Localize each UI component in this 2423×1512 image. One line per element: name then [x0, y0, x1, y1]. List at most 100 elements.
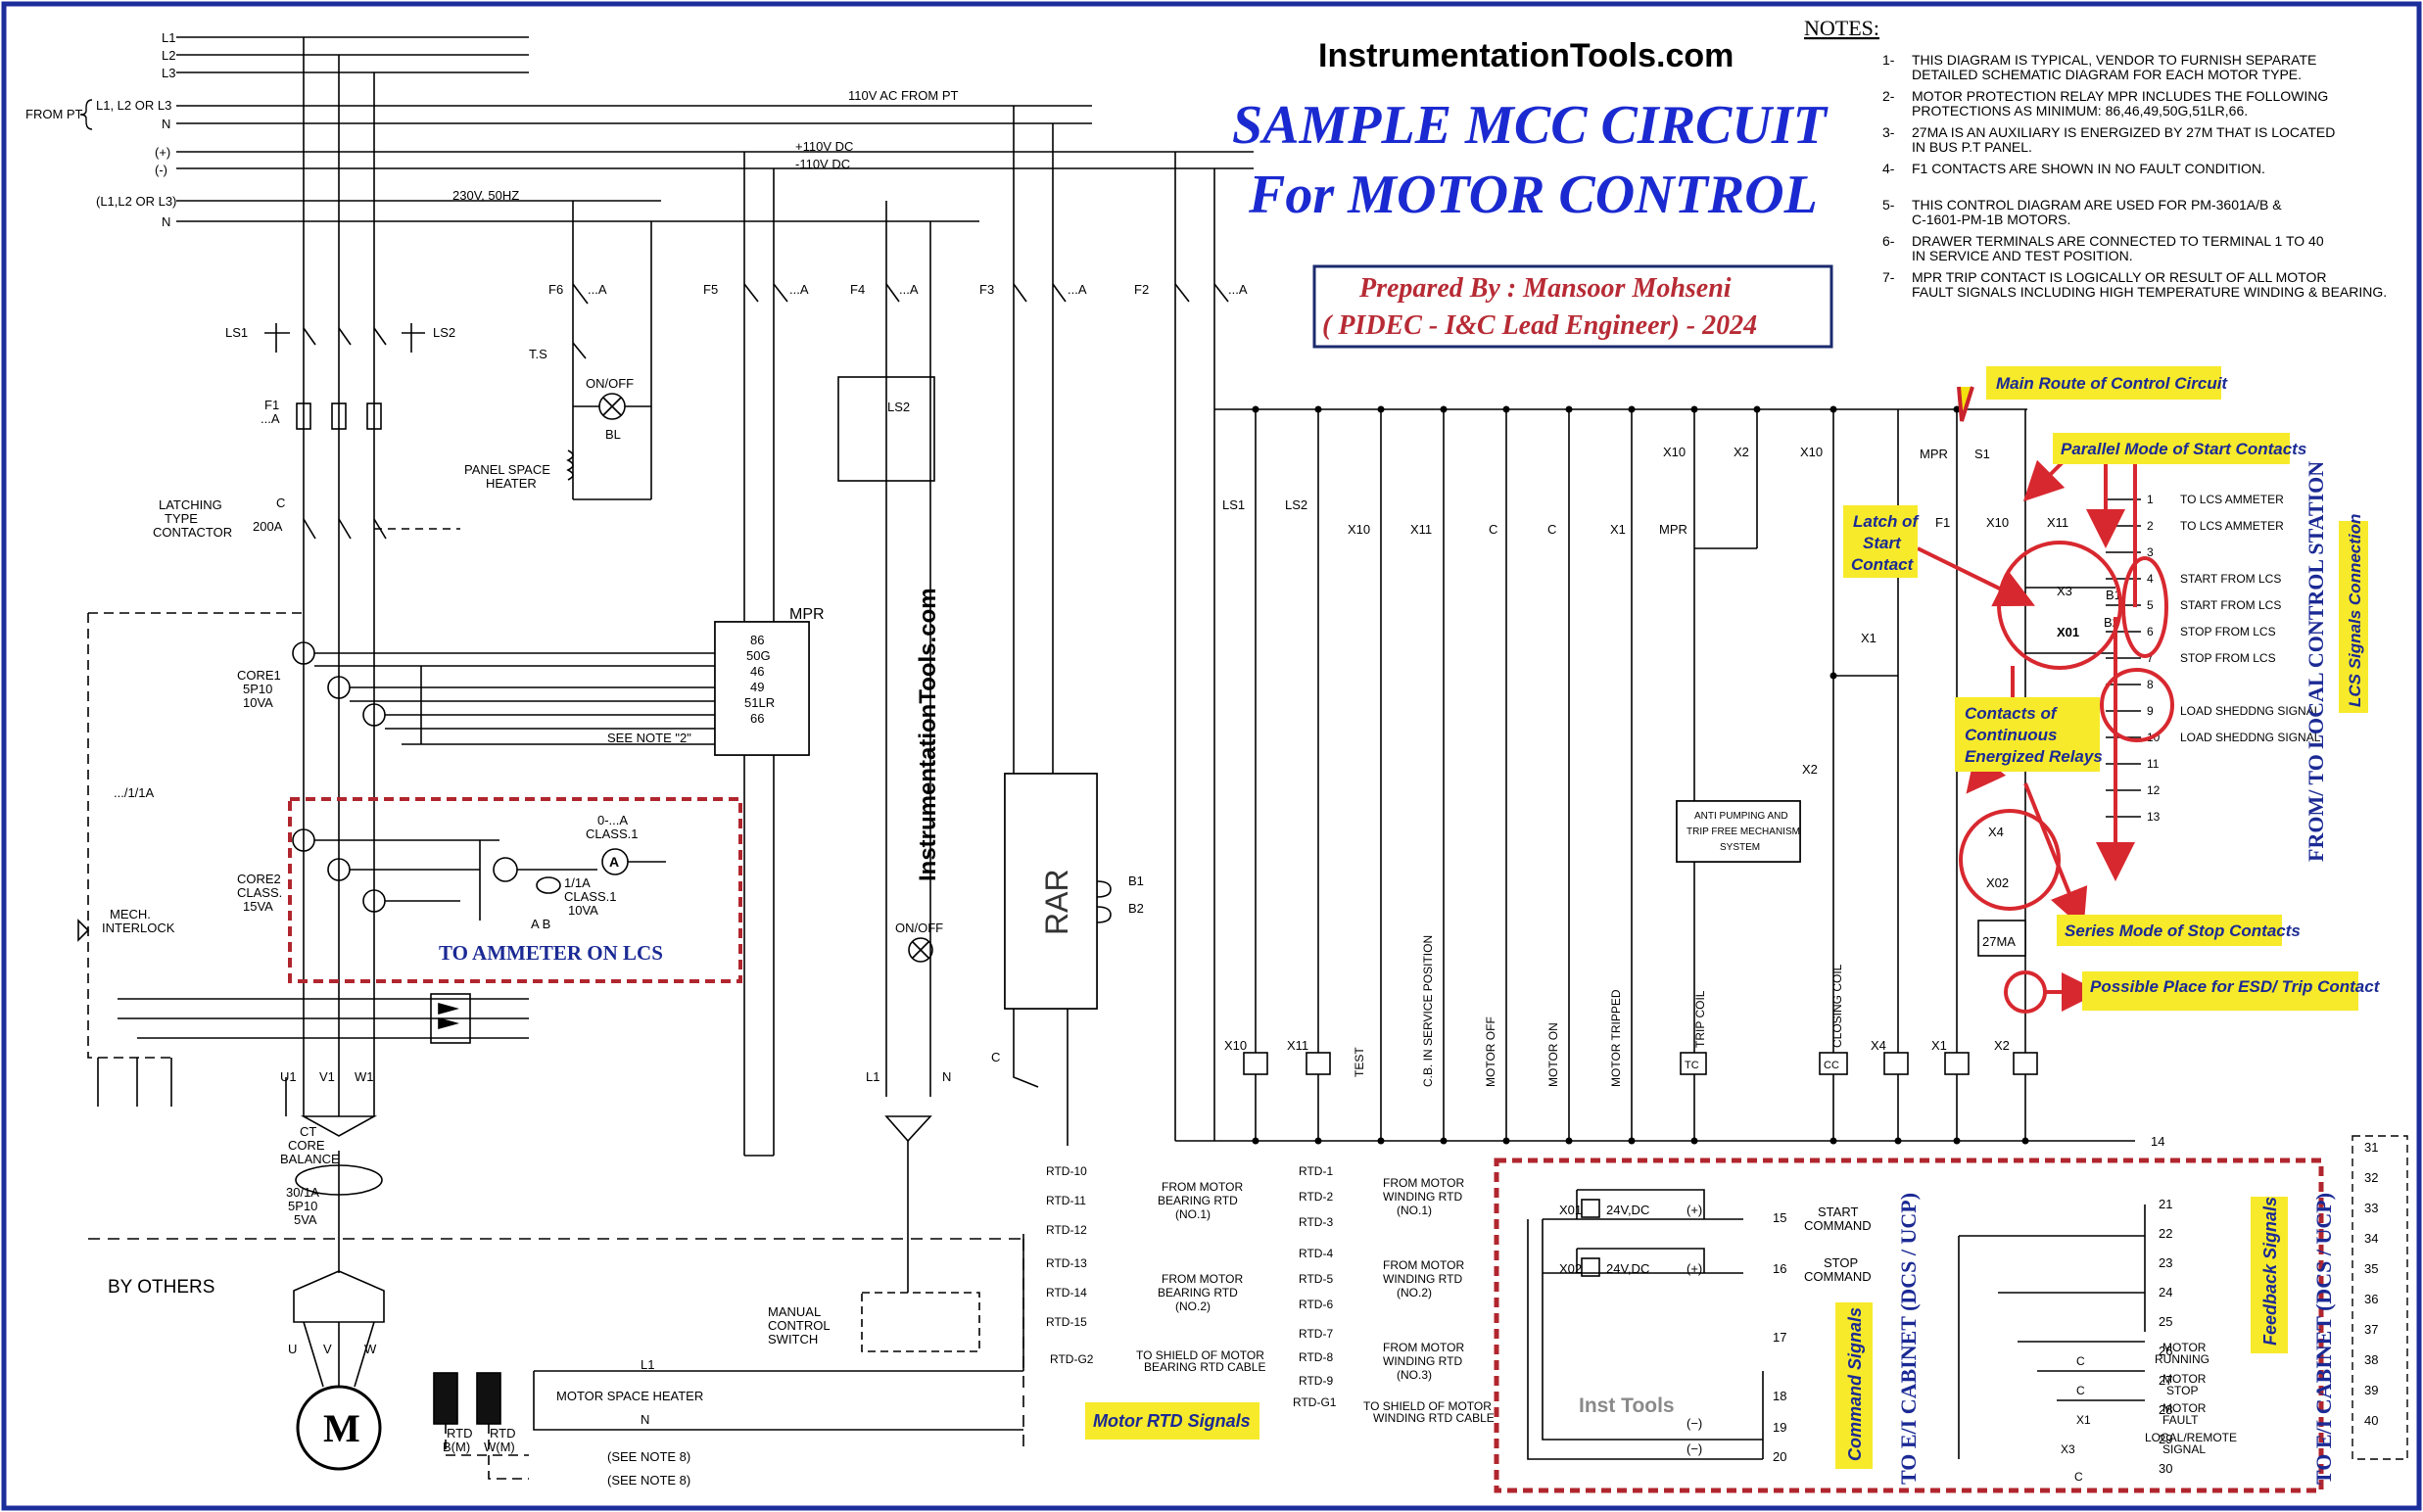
note-number: 1- — [1882, 52, 1895, 68]
anti-2: TRIP FREE MECHANISM — [1687, 827, 1800, 837]
rtd-g5l-2: WINDING RTD — [1383, 1354, 1462, 1368]
fb-run-1: MOTOR — [2162, 1341, 2207, 1354]
f5-a: ...A — [789, 282, 809, 297]
ctrl-c2: C — [1547, 522, 1556, 537]
note-line2: IN SERVICE AND TEST POSITION. — [1912, 248, 2133, 263]
vert-off: MOTOR OFF — [1484, 1016, 1497, 1087]
see-note8-b: (SEE NOTE 8) — [607, 1473, 690, 1488]
spare-box — [2352, 1135, 2408, 1460]
rtd-2: RTD-2 — [1299, 1190, 1333, 1204]
note-number: 7- — [1882, 269, 1895, 285]
callout-labels: Main Route of Control Circuit Parallel M… — [1085, 366, 2381, 1469]
ammeter-box-label: TO AMMETER ON LCS — [439, 941, 663, 965]
rtd-10: RTD-10 — [1046, 1164, 1087, 1178]
bus-dc-plus: +110V DC — [795, 139, 853, 154]
core2-1: CORE2 — [237, 872, 281, 886]
rtd-g1l-1: FROM MOTOR — [1162, 1180, 1243, 1194]
fb-terminal-num: 28 — [2159, 1402, 2172, 1417]
onoff-label: ON/OFF — [586, 376, 634, 391]
cmd-stop-2: COMMAND — [1804, 1269, 1872, 1284]
rtd-11: RTD-11 — [1046, 1194, 1086, 1207]
lcs-terminal-label: TO LCS AMMETER — [2180, 519, 2284, 533]
note-number: 4- — [1882, 161, 1895, 176]
lcs-terminal-num: 3 — [2147, 545, 2154, 559]
ctrl-27ma: 27MA — [1982, 934, 2016, 949]
ctrl-x01: X01 — [2057, 625, 2079, 639]
rtd-g1al-1: TO SHIELD OF MOTOR — [1363, 1399, 1492, 1413]
callout-cont-1: Contacts of — [1965, 704, 2059, 723]
note-number: 3- — [1882, 124, 1895, 140]
rtd-g2al-2: BEARING RTD CABLE — [1144, 1360, 1265, 1374]
note-line2: FAULT SIGNALS INCLUDING HIGH TEMPERATURE… — [1912, 284, 2387, 300]
u1-label: U1 — [280, 1069, 297, 1084]
spare-terminal-num: 36 — [2364, 1292, 2378, 1306]
latching-1: LATCHING — [159, 497, 222, 512]
main-title-1: SAMPLE MCC CIRCUIT — [1232, 95, 1829, 156]
callout-series: Series Mode of Stop Contacts — [2065, 921, 2301, 940]
rtd-14: RTD-14 — [1046, 1286, 1087, 1299]
lcs-terminal-num: 5 — [2147, 598, 2154, 612]
note-line1: THIS CONTROL DIAGRAM ARE USED FOR PM-360… — [1912, 197, 2282, 213]
f1-label: F1 — [264, 398, 279, 412]
core1-1: CORE1 — [237, 668, 281, 683]
callout-latch-1: Latch of — [1853, 512, 1920, 531]
spare-terminal-num: 38 — [2364, 1352, 2378, 1367]
fb-terminal-num: 24 — [2159, 1285, 2172, 1299]
f1a-label: ...A — [261, 411, 280, 426]
note-line2: C-1601-PM-1B MOTORS. — [1912, 212, 2070, 227]
lcs-terminal-num: 2 — [2147, 519, 2154, 533]
main-title-2: For MOTOR CONTROL — [1248, 165, 1818, 225]
cmd-x02: X02 — [1559, 1261, 1582, 1276]
cmd-plus-1: (+) — [1687, 1203, 1702, 1217]
rar-label: RAR — [1039, 869, 1074, 935]
n-aux: N — [942, 1069, 951, 1084]
ctrl-x1: X1 — [1610, 522, 1626, 537]
heater-2: HEATER — [486, 476, 537, 491]
power-labels: LS1 LS2 F1 ...A LATCHING TYPE CONTACTOR … — [102, 325, 831, 1488]
rtd-g1al-2: WINDING RTD CABLE — [1373, 1411, 1495, 1425]
f3-a: ...A — [1068, 282, 1087, 297]
bus-l2: L2 — [162, 48, 175, 63]
ctrl-ls1: LS1 — [1222, 497, 1245, 512]
note-number: 2- — [1882, 88, 1895, 104]
ctrl-x02: X02 — [1986, 875, 2009, 890]
ctrl-f1: F1 — [1935, 515, 1950, 530]
coil-x1: X1 — [1931, 1038, 1947, 1053]
bus-ac110: 110V AC FROM PT — [848, 88, 959, 103]
callout-rtd: Motor RTD Signals — [1093, 1411, 1251, 1431]
note-line1: THIS DIAGRAM IS TYPICAL, VENDOR TO FURNI… — [1912, 52, 2316, 68]
b1-label: B1 — [1128, 874, 1144, 888]
callout-circles — [1959, 541, 2174, 1014]
anti-pumping-box — [1676, 800, 1801, 863]
lcs-terminal-label: START FROM LCS — [2180, 572, 2281, 586]
ctrl-x10c: X10 — [1800, 445, 1823, 459]
by-others-label: BY OTHERS — [108, 1277, 214, 1298]
rtd-g4l-3: (NO.2) — [1397, 1286, 1432, 1299]
ct-core-2: CORE — [288, 1138, 325, 1153]
cmd-t17: 17 — [1773, 1330, 1786, 1345]
mpr-l6: 66 — [750, 711, 764, 726]
feedback-labels: MOTOR RUNNING MOTOR STOP MOTOR FAULT LOC… — [2061, 1341, 2237, 1484]
mech-1: MECH. — [110, 907, 151, 921]
lcs-terminal-num: 9 — [2147, 704, 2154, 718]
ct-core-3: BALANCE — [280, 1152, 340, 1166]
rtd-b-2: B(M) — [443, 1440, 470, 1454]
cmd-24v-1: 24V,DC — [1606, 1203, 1649, 1217]
vertical-ctrl-labels: TEST C.B. IN SERVICE POSITION MOTOR OFF … — [1353, 935, 1844, 1087]
spare-terminal-num: 32 — [2364, 1170, 2378, 1185]
author-line1: Prepared By : Mansoor Mohseni — [1358, 273, 1732, 304]
fb-terminal-num: 27 — [2159, 1373, 2172, 1388]
c-aux: C — [991, 1050, 1000, 1064]
manual-2: CONTROL — [768, 1318, 831, 1333]
vert-from-lcs: FROM/ TO LOCAL CONTROL STATION — [2304, 461, 2328, 862]
spare-terminal-num: 37 — [2364, 1322, 2378, 1337]
rtd-b-1: RTD — [447, 1426, 472, 1441]
bus-230v: 230V, 50HZ — [452, 188, 519, 203]
callout-esd: Possible Place for ESD/ Trip Contact — [2090, 977, 2381, 996]
rtd-9: RTD-9 — [1299, 1374, 1333, 1388]
vert-trip-coil: TRIP COIL — [1693, 990, 1707, 1048]
cmd-x01: X01 — [1559, 1203, 1582, 1217]
fb-terminal-num: 22 — [2159, 1226, 2172, 1241]
ctrl-mpr: MPR — [1659, 522, 1687, 537]
